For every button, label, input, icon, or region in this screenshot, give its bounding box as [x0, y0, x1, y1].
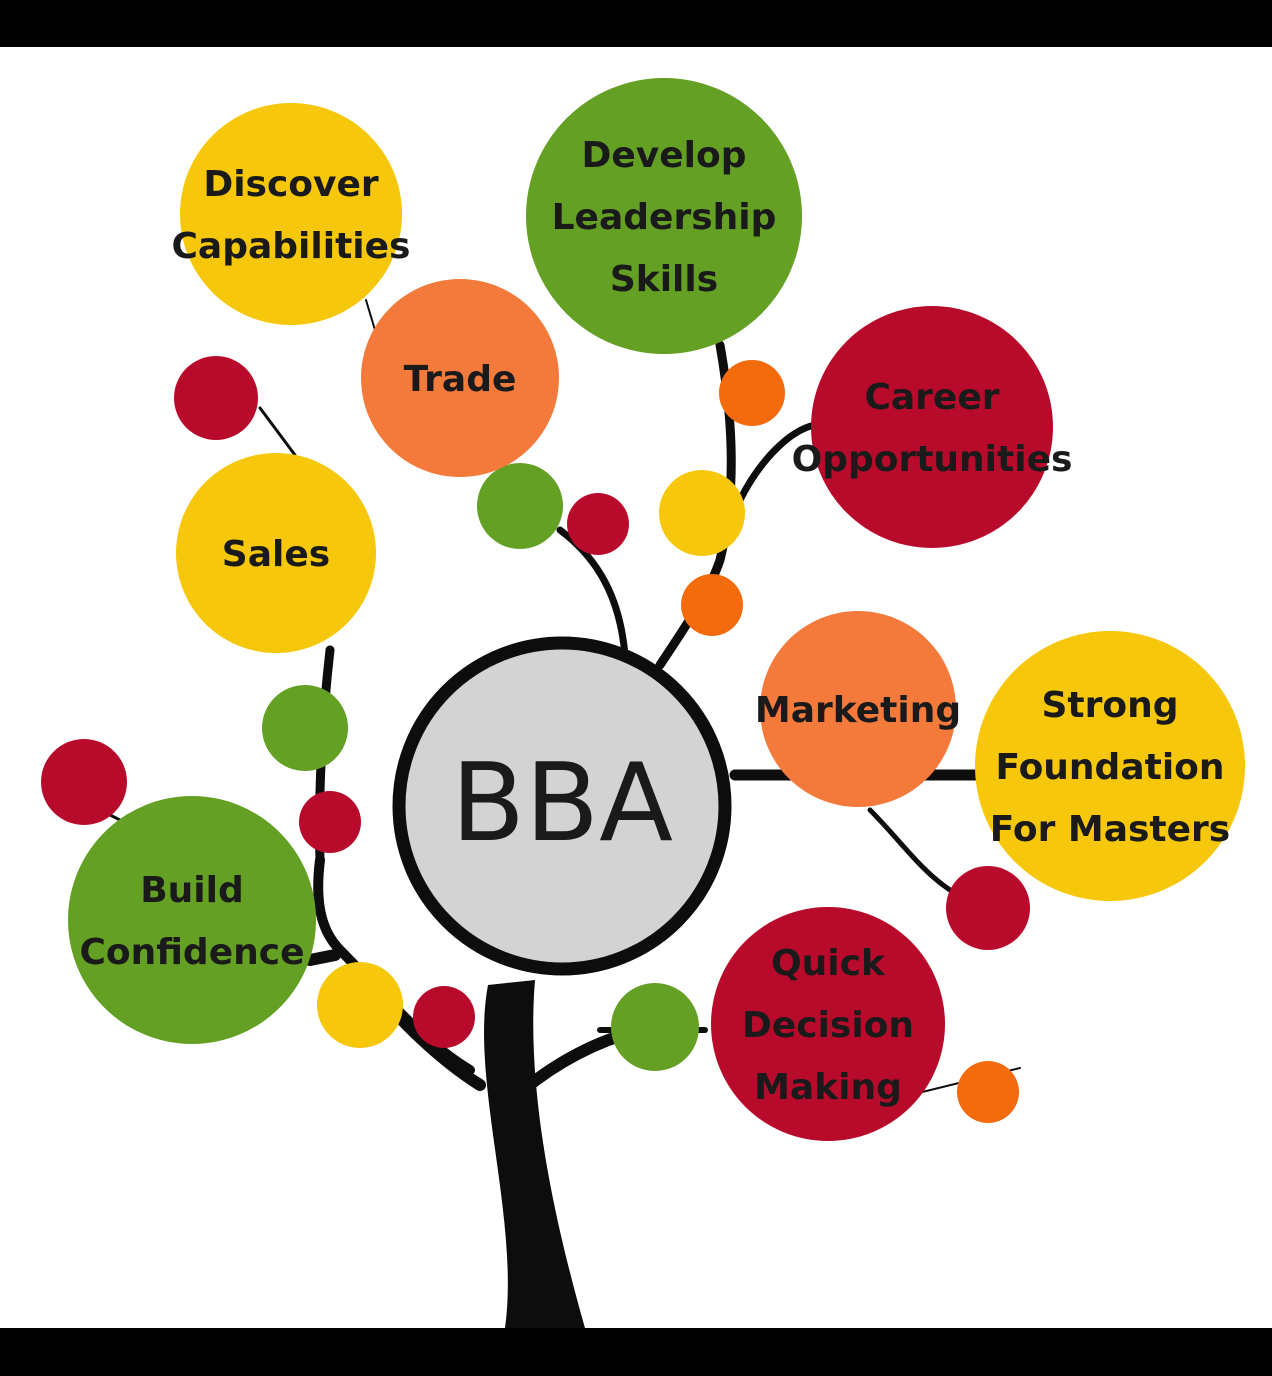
node-label-career-opportunities-line-2: Opportunities [792, 439, 1073, 480]
node-label-develop-leadership-skills-line-1: Develop [581, 135, 746, 176]
node-label-strong-foundation-for-masters-line-1: Strong [1041, 685, 1178, 726]
node-circle-build-confidence [68, 796, 316, 1044]
node-label-build-confidence-line-1: Build [140, 870, 244, 911]
branch-15 [365, 299, 376, 331]
decorative-dot-10 [317, 962, 403, 1048]
node-label-build-confidence-line-2: Confidence [79, 932, 304, 973]
node-marketing: Marketing [755, 611, 961, 807]
node-circle-sales [176, 453, 376, 653]
node-circle-discover-capabilities [180, 103, 402, 325]
node-circle-trade [361, 279, 559, 477]
node-label-quick-decision-making-line-1: Quick [771, 943, 886, 984]
branch-11 [867, 807, 953, 893]
top-black-bar [0, 0, 1272, 47]
decorative-dot-11 [413, 986, 475, 1048]
node-label-discover-capabilities-line-2: Capabilities [172, 226, 411, 267]
branch-14 [258, 406, 297, 457]
decorative-dot-2 [477, 463, 563, 549]
node-label-develop-leadership-skills-line-2: Leadership [552, 197, 777, 238]
node-label-strong-foundation-for-masters-line-3: For Masters [990, 809, 1231, 850]
node-circle-strong-foundation-for-masters [975, 631, 1245, 901]
node-label-trade-line-1: Trade [404, 359, 517, 400]
node-circle-quick-decision-making [711, 907, 945, 1141]
bottom-black-bar [0, 1328, 1272, 1376]
node-label-quick-decision-making-line-2: Decision [742, 1005, 914, 1046]
decorative-dot-7 [262, 685, 348, 771]
node-label-career-opportunities-line-1: Career [864, 377, 999, 418]
decorative-dot-5 [659, 470, 745, 556]
center-circle [392, 636, 732, 976]
node-circle-develop-leadership-skills [526, 78, 802, 354]
tree-trunk [484, 980, 585, 1328]
node-label-marketing-line-1: Marketing [755, 690, 961, 731]
decorative-dot-13 [946, 866, 1030, 950]
branch-9 [736, 421, 819, 504]
center-label: BBA [451, 741, 673, 866]
decorative-dot-6 [681, 574, 743, 636]
decorative-dot-9 [41, 739, 127, 825]
decorative-dot-4 [719, 360, 785, 426]
decorative-dot-1 [174, 356, 258, 440]
node-sales: Sales [176, 453, 376, 653]
decorative-dot-8 [299, 791, 361, 853]
node-label-develop-leadership-skills-line-3: Skills [610, 259, 718, 300]
decorative-dot-14 [957, 1061, 1019, 1123]
node-trade: Trade [361, 279, 559, 477]
node-label-strong-foundation-for-masters-line-2: Foundation [995, 747, 1224, 788]
decorative-dots [41, 356, 1030, 1123]
node-circle-marketing [760, 611, 956, 807]
center-node: BBA [392, 636, 732, 976]
node-label-discover-capabilities-line-1: Discover [203, 164, 379, 205]
node-label-quick-decision-making-line-3: Making [754, 1067, 902, 1108]
decorative-dot-12 [611, 983, 699, 1071]
node-circle-career-opportunities [811, 306, 1053, 548]
decorative-dot-3 [567, 493, 629, 555]
node-label-sales-line-1: Sales [222, 534, 330, 575]
branch-5 [304, 949, 341, 966]
